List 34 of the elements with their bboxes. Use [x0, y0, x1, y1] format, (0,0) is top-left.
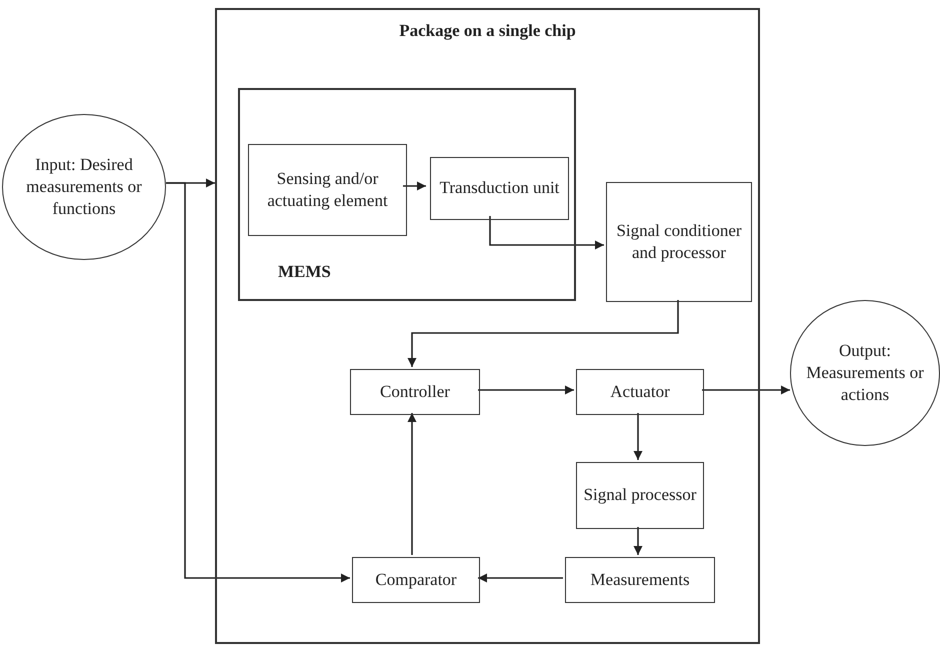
node-label: Transduction unit: [440, 177, 560, 200]
process-box: [576, 462, 704, 529]
arrow: [408, 413, 416, 555]
process-box: [430, 157, 569, 220]
arrow: [403, 182, 426, 190]
group-title: Package on a single chip: [399, 20, 576, 42]
node-label: Output: Measurements or actions: [805, 340, 925, 406]
arrow: [408, 300, 679, 367]
arrow: [478, 574, 563, 582]
terminal-ellipse: [2, 114, 166, 260]
arrow: [478, 386, 574, 394]
node-label: Comparator: [375, 568, 457, 591]
node-label: Signal conditioner and processor: [615, 220, 743, 264]
arrow: [634, 527, 642, 555]
node-label: Sensing and/or actuating element: [266, 168, 389, 212]
node-label: Signal processor: [584, 484, 696, 506]
process-box: [565, 557, 715, 603]
group-frame: [238, 88, 576, 301]
arrow: [489, 216, 604, 250]
group-title: MEMS: [278, 260, 331, 283]
node-label: Input: Desired measurements or functions: [25, 154, 143, 220]
node-label: Actuator: [610, 380, 670, 403]
process-box: [350, 369, 480, 415]
arrow: [166, 182, 350, 582]
process-box: [576, 369, 704, 415]
process-box: [606, 182, 752, 302]
arrow: [634, 413, 642, 460]
package-frame: [215, 8, 760, 644]
terminal-ellipse: [790, 300, 940, 446]
process-box: [248, 144, 407, 236]
node-label: Controller: [380, 380, 450, 403]
arrow: [702, 386, 790, 394]
process-box: [352, 557, 480, 603]
node-label: Measurements: [590, 568, 690, 591]
